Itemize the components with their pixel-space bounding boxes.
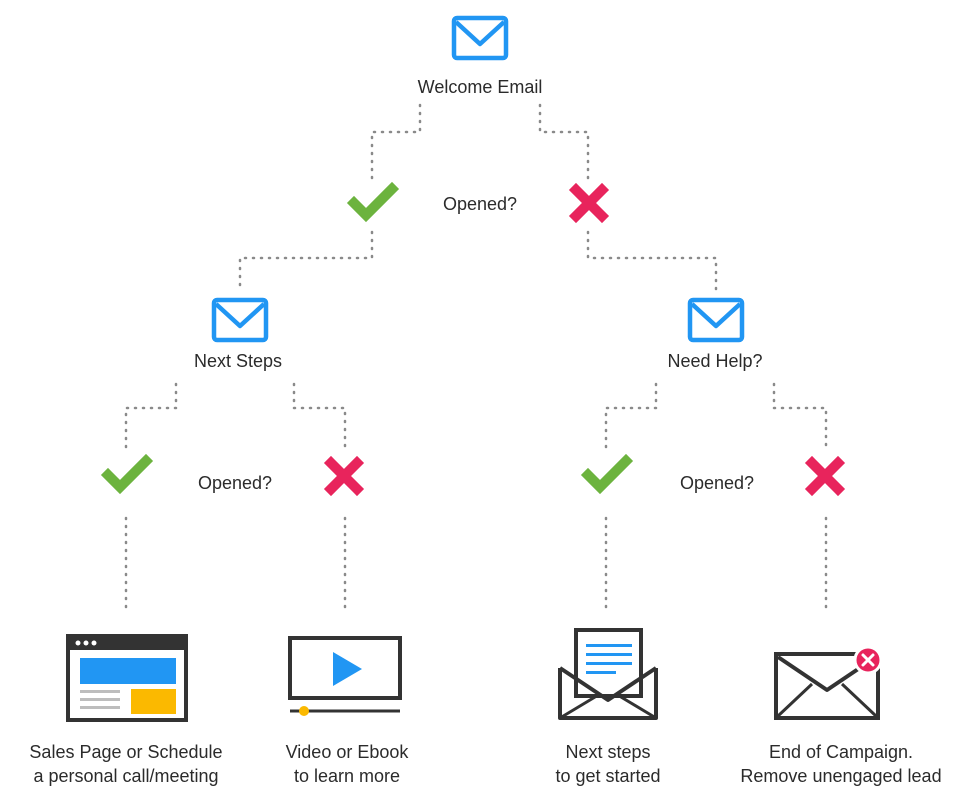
opened-question-1: Opened? xyxy=(442,194,518,214)
outcome-end-campaign-line1: End of Campaign. xyxy=(768,742,914,762)
need-help-label: Need Help? xyxy=(667,351,763,371)
cross-icon-no-nextsteps xyxy=(323,455,365,497)
welcome-email-label: Welcome Email xyxy=(417,77,543,97)
outcome-next-steps-line1: Next steps xyxy=(565,742,651,762)
check-icon-yes-needhelp xyxy=(580,453,634,495)
check-icon-yes-welcome xyxy=(346,181,400,223)
outcome-sales-page-line1: Sales Page or Schedule xyxy=(29,742,223,762)
check-icon-yes-nextsteps xyxy=(100,453,154,495)
outcome-sales-page-line2: a personal call/meeting xyxy=(33,766,219,786)
video-player-icon xyxy=(288,636,402,716)
browser-window-icon xyxy=(66,634,188,722)
connector-welcome-no xyxy=(538,103,590,182)
connector-yes-nextsteps xyxy=(238,230,374,294)
opened-question-3: Opened? xyxy=(679,473,755,493)
closed-envelope-error-icon xyxy=(774,645,883,720)
cross-icon-no-needhelp xyxy=(804,455,846,497)
outcome-video-ebook-line2: to learn more xyxy=(293,766,401,786)
connector-needhelp-no xyxy=(772,382,828,454)
outcome-video-ebook: Video or Ebook to learn more xyxy=(286,740,409,788)
outcome-end-campaign-line2: Remove unengaged lead xyxy=(740,766,942,786)
cross-icon-no-welcome xyxy=(568,182,610,224)
outcome-end-campaign: End of Campaign. Remove unengaged lead xyxy=(740,740,941,788)
outcome-next-steps: Next steps to get started xyxy=(555,740,660,788)
connector-needhelp-yes xyxy=(604,382,658,454)
outcome-sales-page: Sales Page or Schedule a personal call/m… xyxy=(29,740,222,788)
need-help-email-icon xyxy=(687,297,745,343)
connector-no-needhelp xyxy=(586,230,718,294)
connector-welcome-yes xyxy=(370,103,422,182)
opened-question-2: Opened? xyxy=(197,473,273,493)
outcome-next-steps-line2: to get started xyxy=(555,766,661,786)
next-steps-email-icon xyxy=(211,297,269,343)
next-steps-label: Next Steps xyxy=(193,351,283,371)
connector-nextsteps-yes xyxy=(124,382,178,454)
welcome-email-icon xyxy=(451,15,509,61)
connector-nextsteps-no xyxy=(292,382,347,454)
outcome-video-ebook-line1: Video or Ebook xyxy=(285,742,409,762)
connectors xyxy=(124,103,828,612)
open-envelope-icon xyxy=(558,628,658,720)
